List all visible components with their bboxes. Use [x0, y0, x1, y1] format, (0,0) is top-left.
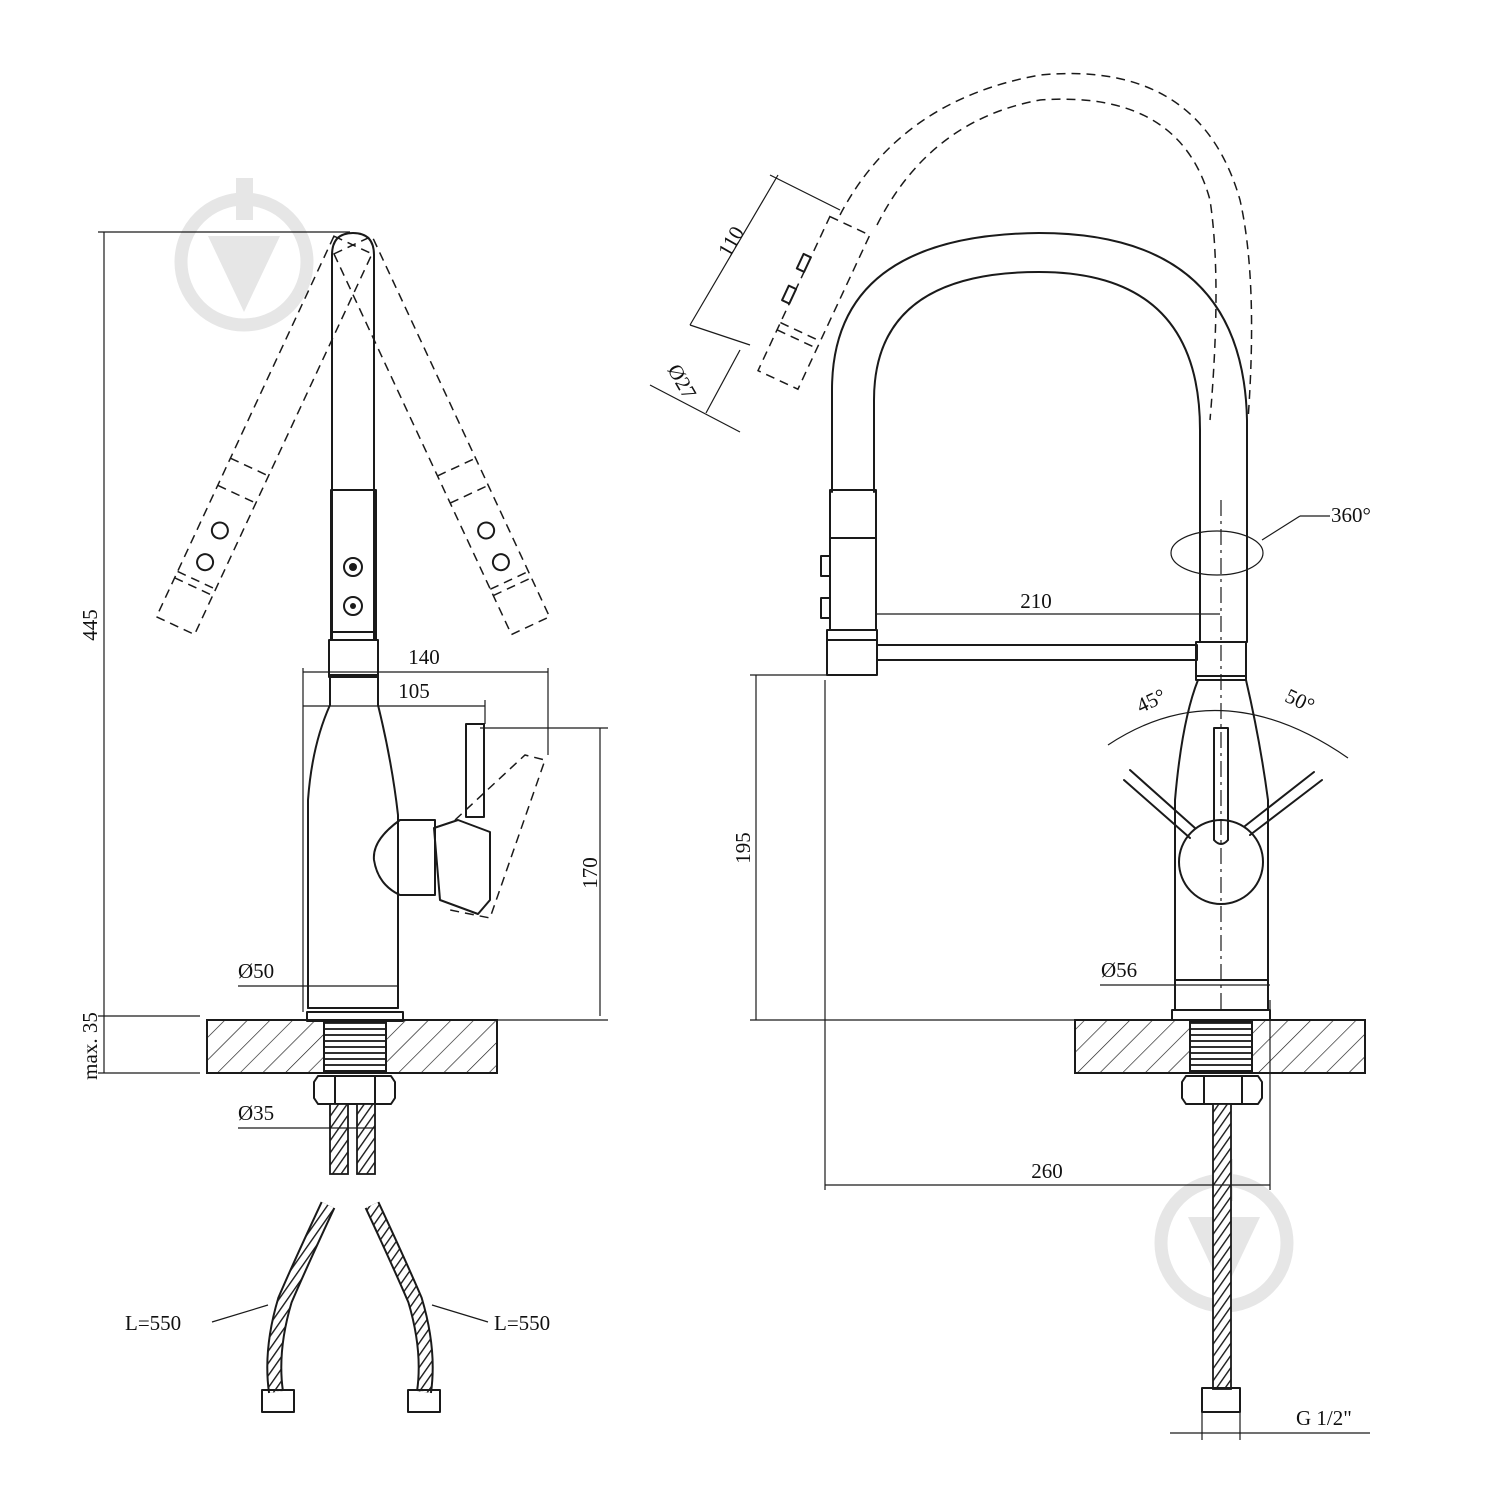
- watermark-logo-icon: [174, 178, 314, 332]
- handle-knob: [372, 819, 436, 896]
- spout-neck: [331, 232, 375, 641]
- dim-handle-left-angle: 45°: [1133, 684, 1170, 718]
- mounting-nut: [313, 1075, 396, 1105]
- faucet-body: [1174, 679, 1269, 1011]
- spray-right-alt: [332, 235, 551, 636]
- dim-reach: 210: [1020, 589, 1052, 613]
- mounting-thread: [323, 1021, 387, 1072]
- dim-diameter-thread: Ø35: [238, 1101, 274, 1125]
- dim-height-170: 170: [578, 857, 602, 889]
- dimension-lines: [98, 231, 608, 1323]
- dim-diameter-body: Ø50: [238, 959, 274, 983]
- dim-base-thickness: max. 35: [78, 1012, 102, 1080]
- hose-left-length: L=550: [125, 1311, 181, 1335]
- dim-thread: G 1/2": [1296, 1406, 1352, 1430]
- dim-spray-diameter: Ø27: [663, 360, 702, 403]
- hose-stub: [356, 1103, 376, 1175]
- dim-height-total: 445: [78, 609, 102, 641]
- dim-overall-width: 260: [1031, 1159, 1063, 1183]
- support-arm: [876, 644, 1198, 661]
- hose: [1212, 1103, 1232, 1390]
- spray-extended-alt: [757, 215, 871, 391]
- rotation-icon: [1170, 530, 1264, 576]
- hose-stub: [329, 1103, 349, 1175]
- dim-width-105: 105: [398, 679, 430, 703]
- side-view: 110 Ø27 360° 210 195 45° 50° Ø56 260 G 1…: [649, 72, 1371, 1440]
- mounting-nut: [1181, 1075, 1263, 1105]
- dim-rotation: 360°: [1331, 503, 1371, 527]
- spout-arch: [831, 232, 1248, 643]
- dimension-lines: [649, 174, 1370, 1440]
- dim-handle-right-angle: 50°: [1282, 684, 1319, 718]
- dim-spout-height: 195: [731, 832, 755, 864]
- mode-button-icon: [343, 596, 363, 616]
- dim-spray-length: 110: [713, 222, 749, 261]
- handle-lever: [433, 819, 491, 915]
- dim-diameter-body: Ø56: [1101, 958, 1137, 982]
- spray-button-icon: [343, 557, 363, 577]
- mounting-thread: [1189, 1021, 1253, 1072]
- spray-head: [330, 489, 377, 641]
- faucet-body: [307, 674, 399, 1009]
- handle-lever: [1213, 727, 1229, 845]
- hose-right-length: L=550: [494, 1311, 550, 1335]
- front-view: 445 max. 35 140 105 170 Ø50 Ø35 L=550 L=…: [78, 231, 608, 1413]
- dim-width-140: 140: [408, 645, 440, 669]
- spray-head: [829, 489, 877, 631]
